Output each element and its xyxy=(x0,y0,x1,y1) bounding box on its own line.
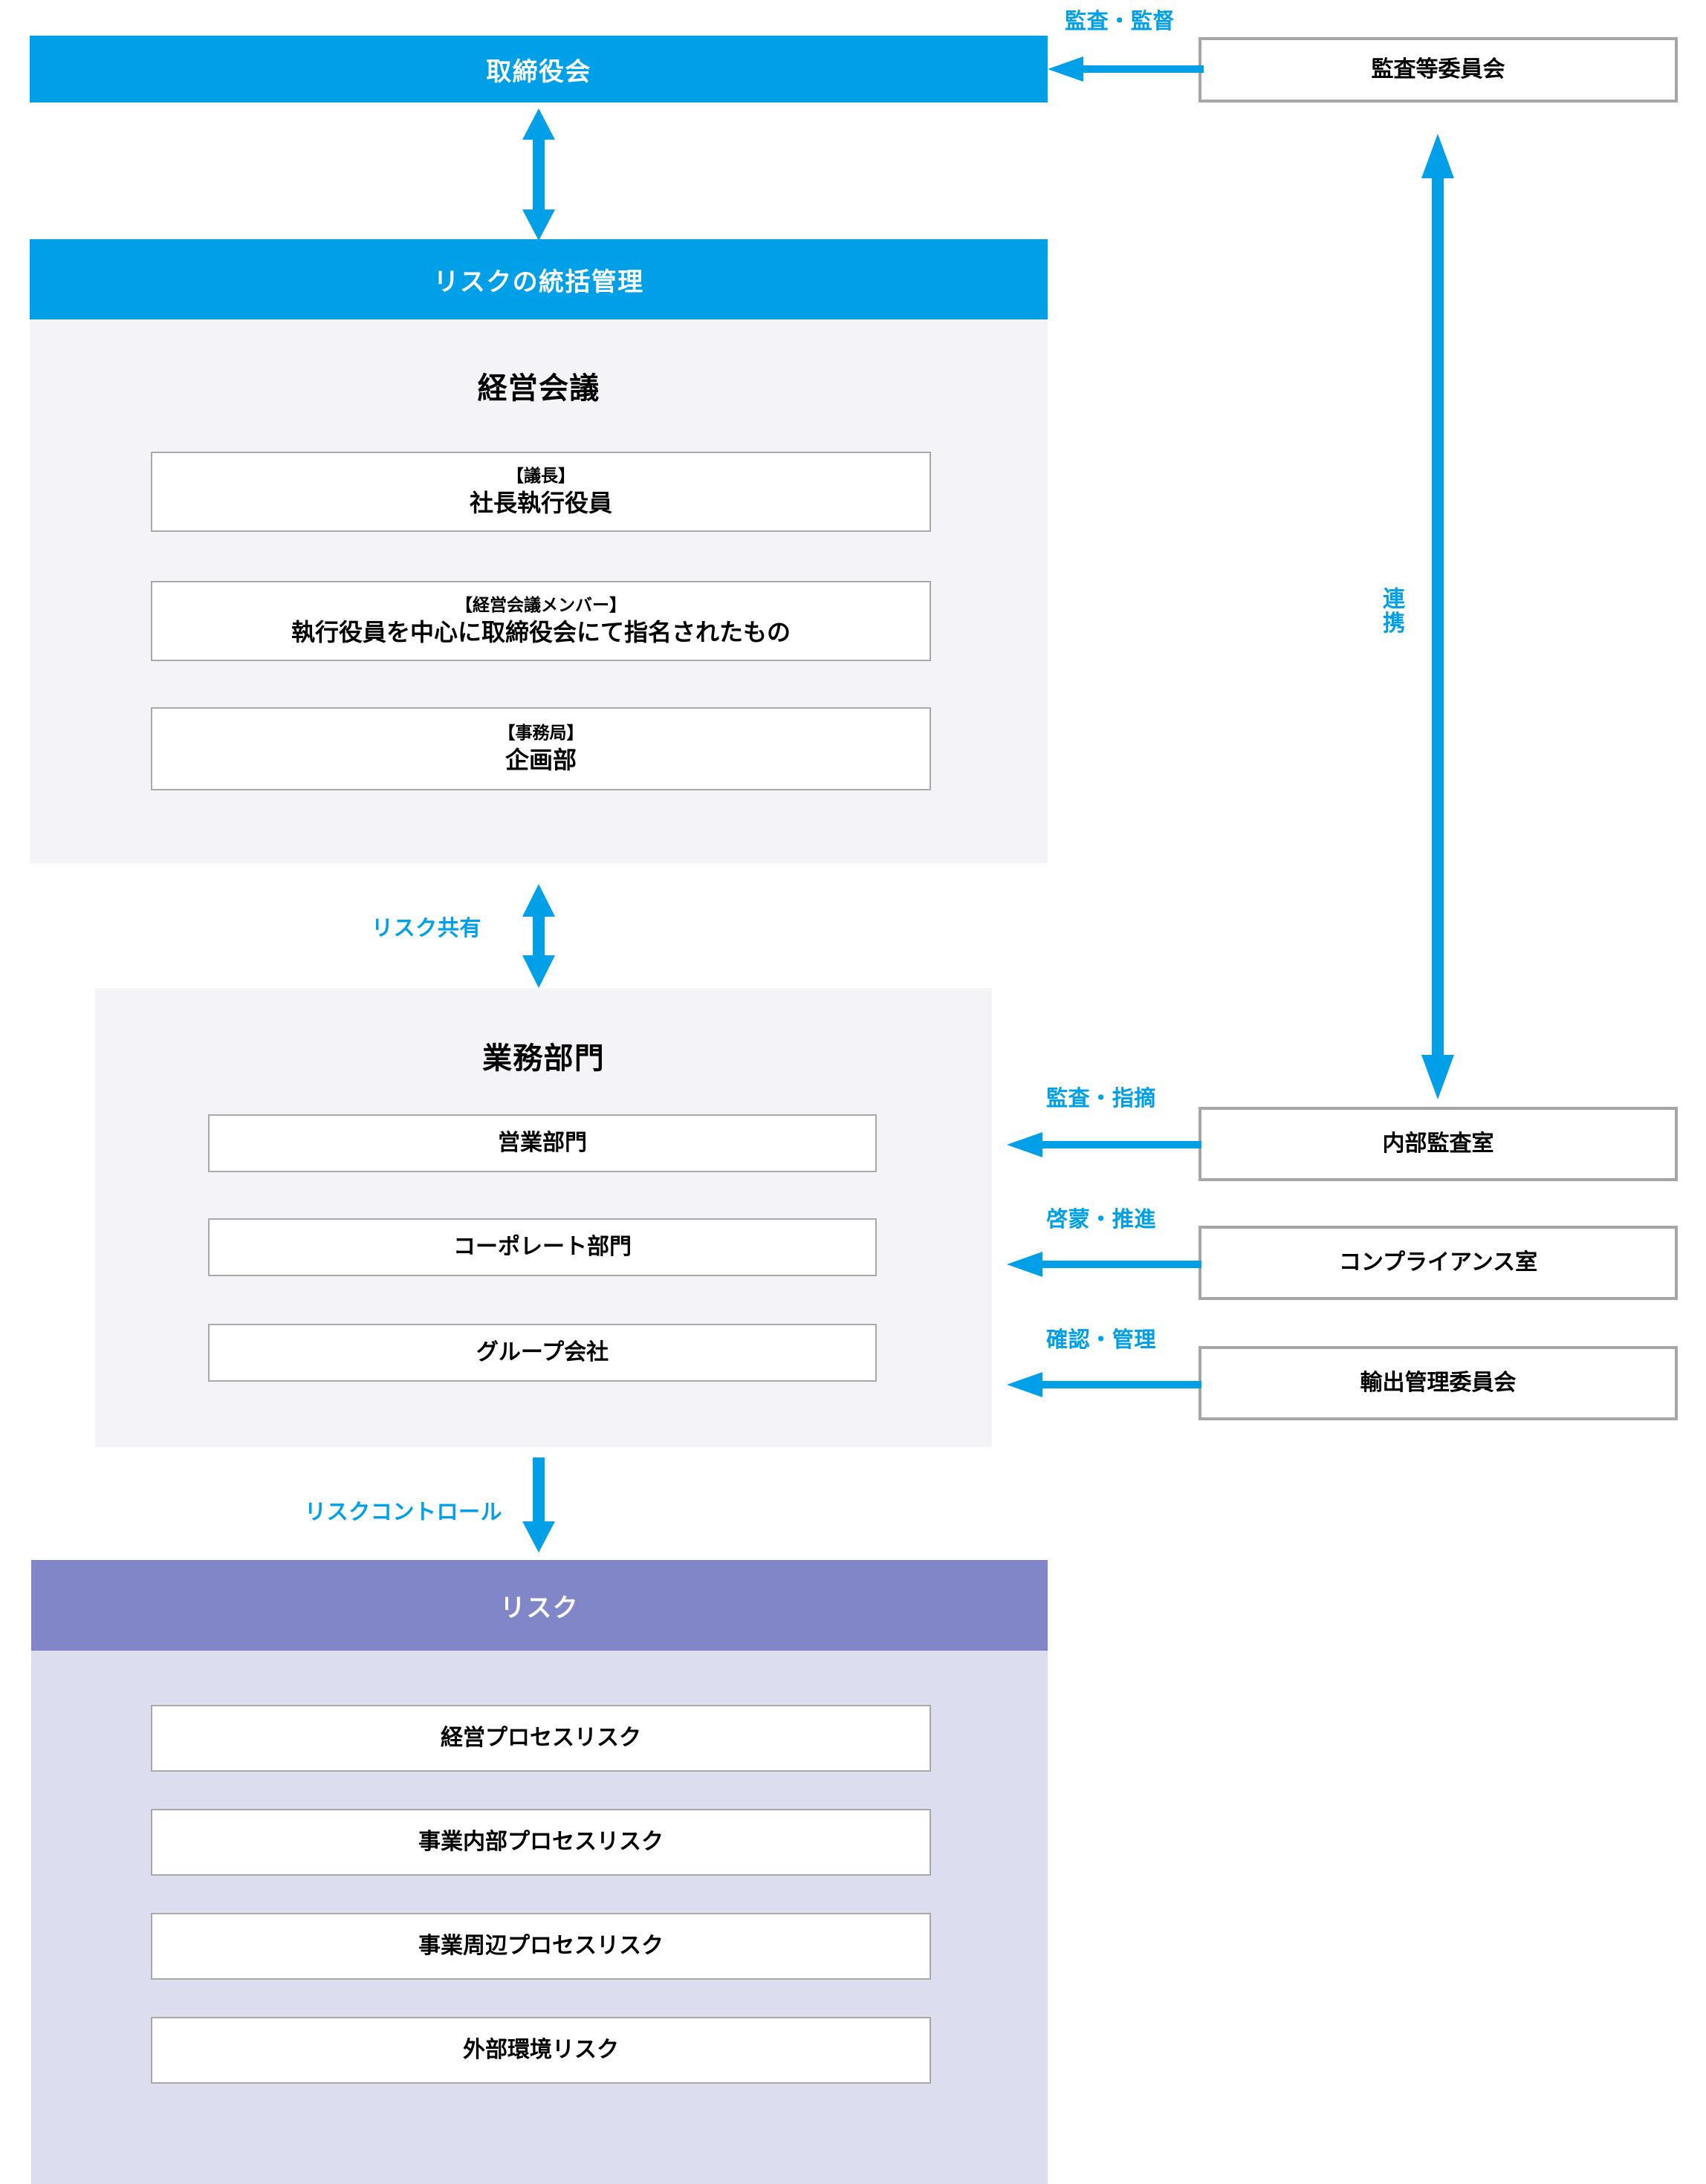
risk-share-arrow xyxy=(522,884,555,988)
internal-audit-office-box: 内部監査室 xyxy=(1199,1107,1678,1181)
management-meeting-title: 経営会議 xyxy=(477,372,600,405)
external-environment-risk-label: 外部環境リスク xyxy=(463,2037,619,2062)
meeting-members-role-label: 【経営会議メンバー】 xyxy=(455,594,626,614)
board-of-directors-label: 取締役会 xyxy=(486,57,591,86)
cooperation-arrow xyxy=(1421,134,1454,1099)
board-risk-oversight-arrow xyxy=(522,108,555,241)
corporate-division-label: コーポレート部門 xyxy=(453,1234,632,1259)
meeting-members-desc-label: 執行役員を中心に取締役会にて指名されたもの xyxy=(291,618,791,646)
chairman-name-label: 社長執行役員 xyxy=(469,489,612,516)
secretariat-role-label: 【事務局】 xyxy=(498,722,584,742)
group-companies-label: グループ会社 xyxy=(476,1339,609,1365)
corporate-division-box: コーポレート部門 xyxy=(208,1218,877,1276)
risk-panel-header-label: リスク xyxy=(499,1593,580,1622)
risk-control-arrow xyxy=(522,1457,555,1553)
sales-division-box: 営業部門 xyxy=(208,1114,877,1172)
confirm-manage-arrow-label: 確認・管理 xyxy=(1046,1328,1156,1352)
external-environment-risk-box: 外部環境リスク xyxy=(151,2017,931,2084)
group-companies-box: グループ会社 xyxy=(208,1324,877,1382)
secretariat-name-label: 企画部 xyxy=(505,746,577,773)
risk-share-arrow-label: リスク共有 xyxy=(372,917,481,940)
compliance-office-box: コンプライアンス室 xyxy=(1199,1226,1678,1300)
internal-business-process-risk-box: 事業内部プロセスリスク xyxy=(151,1809,931,1876)
chairman-box: 【議長】 社長執行役員 xyxy=(151,452,931,532)
peripheral-business-process-risk-label: 事業周辺プロセスリスク xyxy=(418,1933,664,1958)
compliance-office-label: コンプライアンス室 xyxy=(1338,1249,1538,1275)
management-process-risk-box: 経営プロセスリスク xyxy=(151,1705,931,1772)
audit-committee-box: 監査等委員会 xyxy=(1199,37,1678,103)
audit-point-out-arrow xyxy=(1007,1132,1201,1157)
enlighten-promote-arrow-label: 啓蒙・推進 xyxy=(1046,1208,1156,1232)
sales-division-label: 営業部門 xyxy=(498,1130,587,1155)
risk-panel-header: リスク xyxy=(31,1560,1048,1651)
confirm-manage-arrow xyxy=(1007,1372,1201,1397)
management-process-risk-label: 経営プロセスリスク xyxy=(441,1725,641,1750)
board-of-directors-box: 取締役会 xyxy=(30,36,1048,103)
audit-supervise-arrow-label: 監査・監督 xyxy=(1065,10,1175,33)
business-units-title: 業務部門 xyxy=(482,1042,605,1075)
chairman-role-label: 【議長】 xyxy=(507,465,575,485)
peripheral-business-process-risk-box: 事業周辺プロセスリスク xyxy=(151,1913,931,1980)
export-control-committee-label: 輸出管理委員会 xyxy=(1360,1370,1517,1395)
risk-oversight-header-label: リスクの統括管理 xyxy=(433,267,644,296)
secretariat-box: 【事務局】 企画部 xyxy=(151,707,931,790)
audit-committee-label: 監査等委員会 xyxy=(1371,56,1505,82)
export-control-committee-box: 輸出管理委員会 xyxy=(1199,1346,1678,1420)
meeting-members-box: 【経営会議メンバー】 執行役員を中心に取締役会にて指名されたもの xyxy=(151,581,931,661)
internal-audit-office-label: 内部監査室 xyxy=(1382,1131,1494,1156)
cooperation-arrow-label: 連携 xyxy=(1379,587,1404,635)
audit-point-out-arrow-label: 監査・指摘 xyxy=(1046,1087,1156,1111)
internal-business-process-risk-label: 事業内部プロセスリスク xyxy=(418,1829,664,1854)
enlighten-promote-arrow xyxy=(1007,1252,1201,1277)
risk-oversight-header: リスクの統括管理 xyxy=(30,239,1048,319)
audit-supervise-arrow xyxy=(1048,56,1204,82)
risk-control-arrow-label: リスクコントロール xyxy=(305,1501,503,1524)
